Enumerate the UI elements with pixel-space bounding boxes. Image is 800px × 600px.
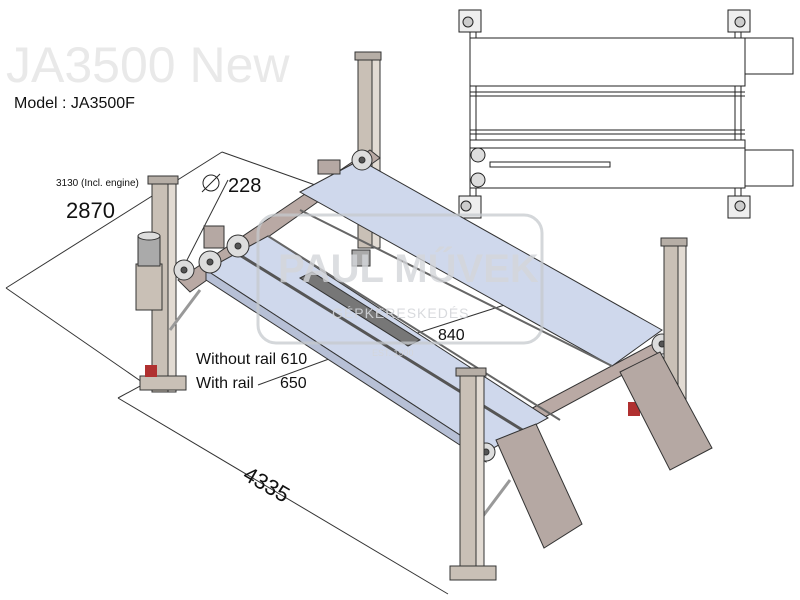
leader-diameter xyxy=(185,179,229,263)
length-dimension: 4335 xyxy=(239,461,294,507)
wheel-diameter-value: 228 xyxy=(228,175,261,197)
model-label: Model : JA3500F xyxy=(14,95,135,112)
watermark-est: EST. 1990 xyxy=(372,348,414,358)
watermark-subtitle: GÉPKERESKEDÉS xyxy=(332,305,470,321)
inset-runway-top xyxy=(469,37,746,87)
watermark-name: PAUL MŰVEK xyxy=(278,245,539,291)
with-rail-label: With rail xyxy=(196,375,254,392)
inset-wheel-1 xyxy=(470,147,486,163)
top-view-inset xyxy=(458,9,794,219)
with-rail-value: 650 xyxy=(280,375,307,392)
diameter-symbol-icon xyxy=(202,174,220,192)
without-rail-dimension: Without rail 610 xyxy=(196,351,307,368)
dim-line-length xyxy=(117,397,449,595)
pump-motor xyxy=(135,231,163,311)
post-front-left xyxy=(449,367,497,581)
inset-ramp-top xyxy=(744,37,794,75)
ramp-right xyxy=(619,351,713,471)
lift-iso-view xyxy=(135,51,713,581)
jack-beam xyxy=(298,271,422,347)
inset-wheel-2 xyxy=(470,172,486,188)
watermark: PAUL MŰVEK GÉPKERESKEDÉS EST. 1990 xyxy=(256,213,544,358)
ghost-title: JA3500 New xyxy=(6,37,290,93)
runway-gap-dimension: 840 xyxy=(438,327,465,344)
ramp-left xyxy=(495,423,583,549)
inset-ramp-bottom xyxy=(744,149,794,187)
height-incl-engine: 3130 (Incl. engine) xyxy=(56,178,139,189)
height-dimension: 2870 xyxy=(66,198,115,223)
dim-line-width xyxy=(5,151,223,289)
center-rail-2 xyxy=(299,209,613,367)
